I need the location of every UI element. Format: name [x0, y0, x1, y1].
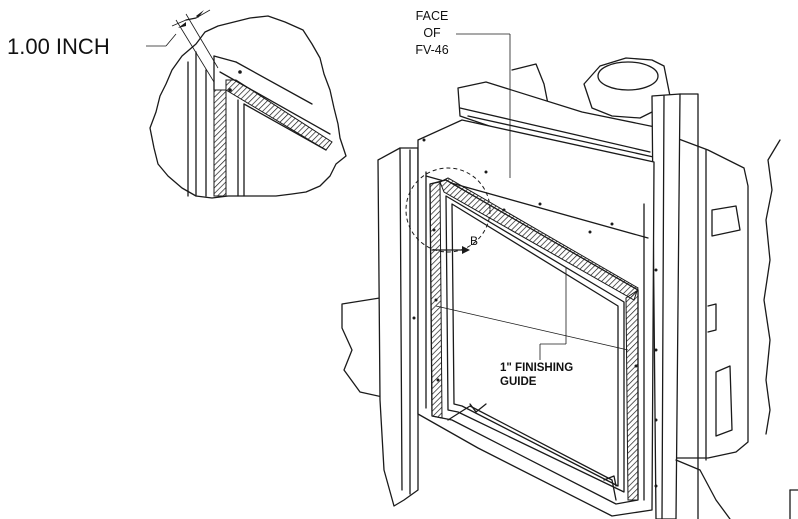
- guide-label-line-2: GUIDE: [500, 376, 537, 388]
- guide-label-line-1: 1" FINISHING: [500, 362, 574, 374]
- finishing-guide-right: [625, 289, 639, 501]
- face-of-unit-label: FACE OF FV-46: [398, 8, 466, 59]
- face-label-line-1: FACE: [415, 9, 449, 23]
- detail-guide-hatch-diagonal: [225, 79, 333, 151]
- dimension-label: 1.00 INCH: [7, 34, 110, 59]
- detail-guide-hatch: [213, 89, 227, 197]
- detail-inset: [146, 9, 347, 199]
- fireplace-unit: [341, 33, 798, 519]
- face-label-line-2: OF: [423, 26, 441, 40]
- detail-b-label: B: [470, 234, 479, 248]
- face-label-line-3: FV-46: [415, 43, 449, 57]
- detail-tear-outline: [149, 15, 347, 199]
- finishing-guide-label: 1" FINISHING GUIDE: [500, 361, 573, 389]
- detail-b-callout-circle: [405, 167, 491, 253]
